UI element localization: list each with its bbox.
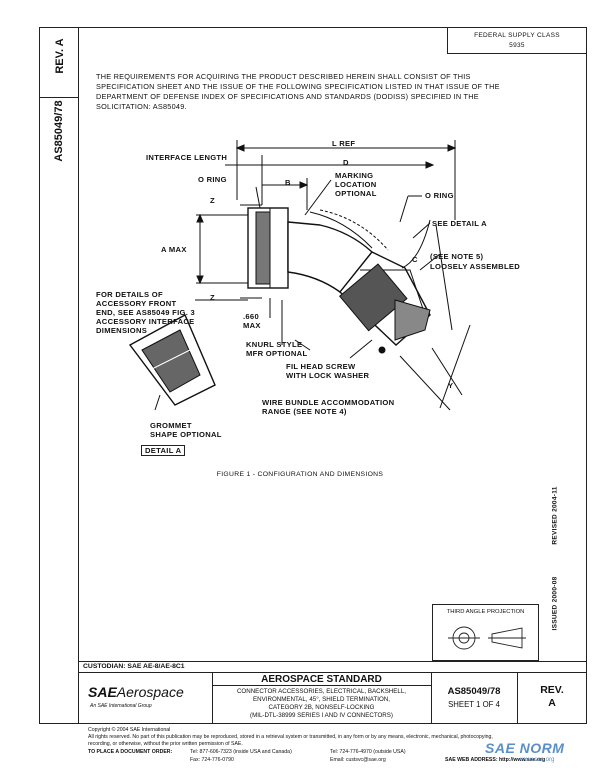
label-interface-length: INTERFACE LENGTH xyxy=(146,153,228,162)
footer-place-order: TO PLACE A DOCUMENT ORDER: xyxy=(88,749,173,755)
label-o-ring-left: O RING xyxy=(198,175,227,184)
fsc-box xyxy=(447,27,587,54)
label-z-bottom: Z xyxy=(210,293,215,302)
label-see-detail-a: SEE DETAIL A xyxy=(432,219,487,228)
third-angle-label: THIRD ANGLE PROJECTION xyxy=(446,609,525,615)
sae-logo: SAEAerospace xyxy=(88,684,184,700)
footer-tel-intl: Tel: 724-776-4970 (outside USA) xyxy=(330,749,406,755)
label-wire-bundle: WIRE BUNDLE ACCOMMODATION RANGE (SEE NOT… xyxy=(262,398,395,416)
tb-div2 xyxy=(431,672,432,724)
footer-rights2: recording, or otherwise, without the pri… xyxy=(88,741,243,747)
footer-web: SAE WEB ADDRESS: http://www.sae.org xyxy=(445,757,546,763)
label-y: Y xyxy=(448,381,454,390)
label-grommet: GROMMET SHAPE OPTIONAL xyxy=(150,421,222,439)
left-column xyxy=(39,27,79,724)
custodian-bottom-line xyxy=(79,672,587,673)
sheet-border xyxy=(39,27,587,724)
custodian-top-line xyxy=(79,661,587,662)
label-c: C xyxy=(412,255,418,264)
watermark-url: www.sae.org xyxy=(520,757,555,763)
title-rev: REV. A xyxy=(540,684,564,709)
label-for-details: FOR DETAILS OF ACCESSORY FRONT END, SEE … xyxy=(96,290,196,335)
label-knurl: KNURL STYLE MFR OPTIONAL xyxy=(246,340,308,358)
label-fil-head: FIL HEAD SCREW WITH LOCK WASHER xyxy=(286,362,370,380)
title-sheet: SHEET 1 OF 4 xyxy=(448,700,500,709)
footer-email: Email: custsvc@sae.org xyxy=(330,757,386,763)
sae-logo-sub: An SAE International Group xyxy=(90,703,152,709)
title-doc-number: AS85049/78 xyxy=(447,686,501,697)
requirements-paragraph: THE REQUIREMENTS FOR ACQUIRING THE PRODU… xyxy=(96,72,500,111)
tb-div3 xyxy=(517,672,518,724)
custodian: CUSTODIAN: SAE AE-8/AE-8C1 xyxy=(83,663,185,670)
tb-div1 xyxy=(212,672,213,724)
fsc-line1: FEDERAL SUPPLY CLASS xyxy=(474,32,560,39)
label-o-ring-right: O RING xyxy=(425,191,454,200)
label-a-max: A MAX xyxy=(161,245,187,254)
label-see-note-5: (SEE NOTE 5) xyxy=(430,252,484,261)
label-b: B xyxy=(285,178,291,187)
label-d: D xyxy=(343,158,349,167)
watermark-title: SAE NORM xyxy=(485,740,565,756)
label-marking-location: MARKING LOCATION OPTIONAL xyxy=(335,171,377,198)
third-angle-box xyxy=(432,604,539,661)
footer-rights1: All rights reserved. No part of this pub… xyxy=(88,734,493,740)
title-description: CONNECTOR ACCESSORIES, ELECTRICAL, BACKS… xyxy=(236,688,407,719)
footer-tel-us: Tel: 877-606-7323 (inside USA and Canada… xyxy=(190,749,292,755)
label-z-top: Z xyxy=(210,196,215,205)
label-660-max: .660 MAX xyxy=(243,312,261,330)
label-detail-a: DETAIL A xyxy=(141,445,186,456)
rev-divider xyxy=(39,97,79,98)
aerospace-standard: AEROSPACE STANDARD xyxy=(261,674,382,685)
figure-caption: FIGURE 1 - CONFIGURATION AND DIMENSIONS xyxy=(216,471,384,478)
label-l-ref: L REF xyxy=(332,139,356,148)
footer-copyright: Copyright © 2004 SAE International xyxy=(88,727,171,733)
third-angle-symbol xyxy=(448,626,526,650)
label-loosely-assembled: LOOSELY ASSEMBLED xyxy=(430,262,521,271)
tb-standard-line xyxy=(212,685,431,686)
footer-fax: Fax: 724-776-0790 xyxy=(190,757,234,763)
fsc-line2: 5935 xyxy=(509,42,525,49)
